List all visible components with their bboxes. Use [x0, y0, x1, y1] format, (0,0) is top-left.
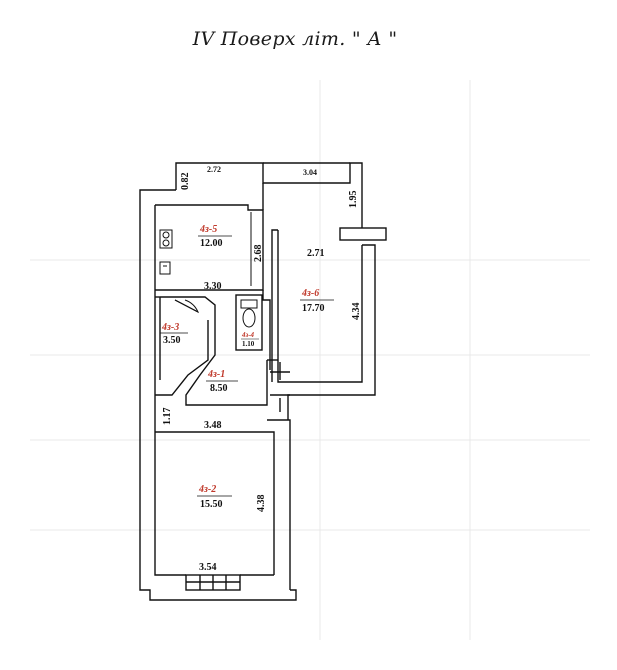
- page-title: IV Поверх літ. " А ": [192, 28, 398, 50]
- room-area: 17.70: [302, 303, 325, 314]
- room-number: 4з-6: [301, 288, 319, 299]
- wall-top-outer: [175, 162, 363, 228]
- wall-room-6-outer: [287, 244, 376, 420]
- dimension-label: 2.72: [207, 165, 221, 174]
- wall-room-5: [155, 204, 264, 291]
- dimension-label: 3.30: [204, 281, 222, 292]
- dimension-label: 4.34: [351, 303, 362, 321]
- toilet-icon: [240, 299, 258, 328]
- room-number: 4з-5: [199, 224, 217, 235]
- dimension-label: 0.82: [180, 173, 191, 191]
- room-area: 3.50: [163, 335, 181, 346]
- room-area: 15.50: [200, 499, 223, 510]
- dimension-label: 3.04: [303, 168, 317, 177]
- wall-room-2-outer: [267, 419, 291, 590]
- wall-left-inner: [154, 205, 186, 576]
- wall-left-outer: [139, 189, 297, 601]
- dimension-label: 1.95: [348, 191, 359, 209]
- door-room-3: [174, 299, 200, 314]
- window-room-6: [339, 227, 387, 241]
- dimension-label: 4.38: [256, 495, 267, 513]
- wall-room-1: [160, 296, 268, 406]
- dimension-label: 2.71: [307, 248, 325, 259]
- wall-room-4: [235, 294, 263, 351]
- scan-lines: [30, 80, 590, 640]
- dimension-label: 2.68: [253, 245, 264, 263]
- dimension-label: 3.54: [199, 562, 217, 573]
- room-number: 4з-3: [161, 322, 179, 333]
- wall-room-2: [155, 431, 275, 575]
- stove-icon: [159, 229, 173, 249]
- room-4з-5: 4з-5 12.00: [198, 224, 232, 249]
- room-area: 12.00: [200, 238, 223, 249]
- room-4з-4: 4з-4 1.10: [241, 331, 259, 348]
- room-4з-2: 4з-2 15.50: [197, 484, 232, 510]
- wall-room-6: [277, 230, 363, 383]
- dimension-label: 1.17: [162, 408, 173, 426]
- sink-icon: [159, 261, 171, 275]
- room-number: 4з-1: [207, 369, 225, 380]
- walls: [139, 162, 387, 601]
- wall-room-3: [155, 320, 209, 396]
- room-4з-6: 4з-6 17.70: [300, 288, 334, 314]
- room-area: 8.50: [210, 383, 228, 394]
- dimension-label: 3.48: [204, 420, 222, 431]
- room-4з-3: 4з-3 3.50: [160, 322, 188, 346]
- room-area: 1.10: [242, 340, 255, 348]
- room-4з-1: 4з-1 8.50: [206, 369, 238, 394]
- room-number: 4з-4: [241, 331, 255, 339]
- room-number: 4з-2: [198, 484, 216, 495]
